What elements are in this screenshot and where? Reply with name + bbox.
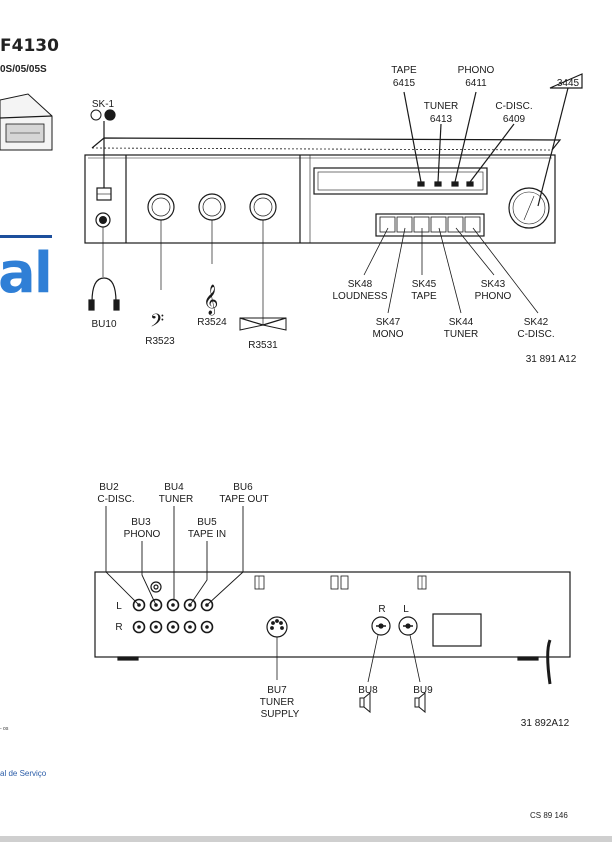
cinch-socket — [183, 620, 197, 634]
label-bu2-id: BU2 — [99, 482, 119, 493]
cinch-socket-pin — [171, 603, 175, 607]
cinch-socket-pin — [137, 625, 141, 629]
label-sk45-name: TAPE — [411, 291, 437, 302]
label-sk44-name: TUNER — [444, 329, 478, 340]
label-speaker-l: L — [403, 604, 409, 615]
label-sk47-name: MONO — [372, 329, 403, 340]
label-bu8: BU8 — [358, 685, 378, 696]
label-sk45-id: SK45 — [412, 279, 437, 290]
connector-leader-line — [173, 506, 175, 601]
label-volume: 3445 — [557, 78, 580, 89]
label-tape: TAPE — [391, 65, 417, 76]
rear-panel-drawing — [94, 571, 571, 714]
cinch-socket-pin — [188, 625, 192, 629]
label-bu4-id: BU4 — [164, 482, 184, 493]
label-row-right: R — [115, 622, 122, 633]
cinch-socket-pin — [205, 625, 209, 629]
front-figure-ref: 31 891 A12 — [526, 354, 577, 365]
treble-clef-icon: 𝄞 — [203, 284, 218, 316]
label-sk48-name: LOUDNESS — [332, 291, 387, 302]
label-sk43-name: PHONO — [475, 291, 512, 302]
cinch-socket-array — [105, 506, 244, 634]
label-bu4-name: TUNER — [159, 494, 193, 505]
label-cdisc-num: 6409 — [503, 114, 526, 125]
balance-icon — [239, 317, 287, 331]
label-headphone: BU10 — [91, 319, 116, 330]
label-bu7-line2: SUPPLY — [261, 709, 300, 720]
label-sk43-id: SK43 — [481, 279, 506, 290]
label-tape-num: 6415 — [393, 78, 416, 89]
cinch-socket-pin — [171, 625, 175, 629]
connector-leader-line — [141, 541, 157, 606]
cinch-socket — [183, 598, 197, 612]
label-sk42-id: SK42 — [524, 317, 549, 328]
manual-title-fragment: al de Serviço — [0, 769, 47, 778]
cinch-socket — [166, 620, 180, 634]
connector-leader-line — [189, 541, 208, 606]
blue-rule — [0, 235, 52, 238]
label-speaker-r: R — [378, 604, 385, 615]
label-bass: R3523 — [145, 336, 175, 347]
section-title-fragment: al — [0, 241, 53, 306]
speaker-icon-right — [359, 691, 371, 714]
small-note: - os — [0, 726, 9, 732]
label-sk42-name: C-DISC. — [517, 329, 554, 340]
headphone-icon — [88, 277, 120, 311]
treble-knob — [198, 193, 226, 264]
speaker-icon-left — [414, 691, 426, 714]
label-balance: R3531 — [248, 340, 278, 351]
balance-knob — [249, 193, 277, 325]
cinch-socket-pin — [154, 625, 158, 629]
cinch-socket — [200, 598, 214, 612]
label-tuner: TUNER — [424, 101, 458, 112]
scan-edge — [0, 836, 612, 842]
cinch-socket — [132, 620, 146, 634]
label-power-switch: SK-1 — [92, 99, 115, 110]
label-bu3-id: BU3 — [131, 517, 151, 528]
label-row-left: L — [116, 601, 122, 612]
front-panel-drawing — [84, 73, 583, 325]
connector-leader-line — [206, 506, 244, 606]
label-cdisc: C-DISC. — [495, 101, 532, 112]
cinch-socket — [166, 598, 180, 612]
cinch-socket — [132, 598, 146, 612]
page-footer-id: CS 89 146 — [530, 811, 568, 820]
connector-leader-line — [105, 506, 140, 606]
label-phono-num: 6411 — [465, 78, 487, 89]
label-bu5-name: TAPE IN — [188, 529, 226, 540]
label-bu2-name: C-DISC. — [97, 494, 134, 505]
model-variants: 0S/05/05S — [0, 64, 47, 75]
label-bu7-id: BU7 — [267, 685, 287, 696]
label-phono: PHONO — [458, 65, 495, 76]
label-tuner-num: 6413 — [430, 114, 453, 125]
cinch-socket — [149, 620, 163, 634]
bass-clef-icon: 𝄢 — [150, 310, 164, 335]
label-sk47-id: SK47 — [376, 317, 401, 328]
device-thumbnail — [0, 93, 53, 151]
bass-knob — [147, 193, 175, 290]
label-bu5-id: BU5 — [197, 517, 217, 528]
cinch-socket — [200, 620, 214, 634]
label-bu6-name: TAPE OUT — [219, 494, 268, 505]
label-bu9: BU9 — [413, 685, 433, 696]
label-sk44-id: SK44 — [449, 317, 474, 328]
label-bu3-name: PHONO — [124, 529, 161, 540]
rear-figure-ref: 31 892A12 — [521, 718, 570, 729]
label-treble: R3524 — [197, 317, 227, 328]
label-sk48-id: SK48 — [348, 279, 373, 290]
cinch-socket — [149, 598, 163, 612]
model-number: F4130 — [0, 36, 59, 56]
label-bu6-id: BU6 — [233, 482, 253, 493]
label-bu7-line1: TUNER — [260, 697, 294, 708]
